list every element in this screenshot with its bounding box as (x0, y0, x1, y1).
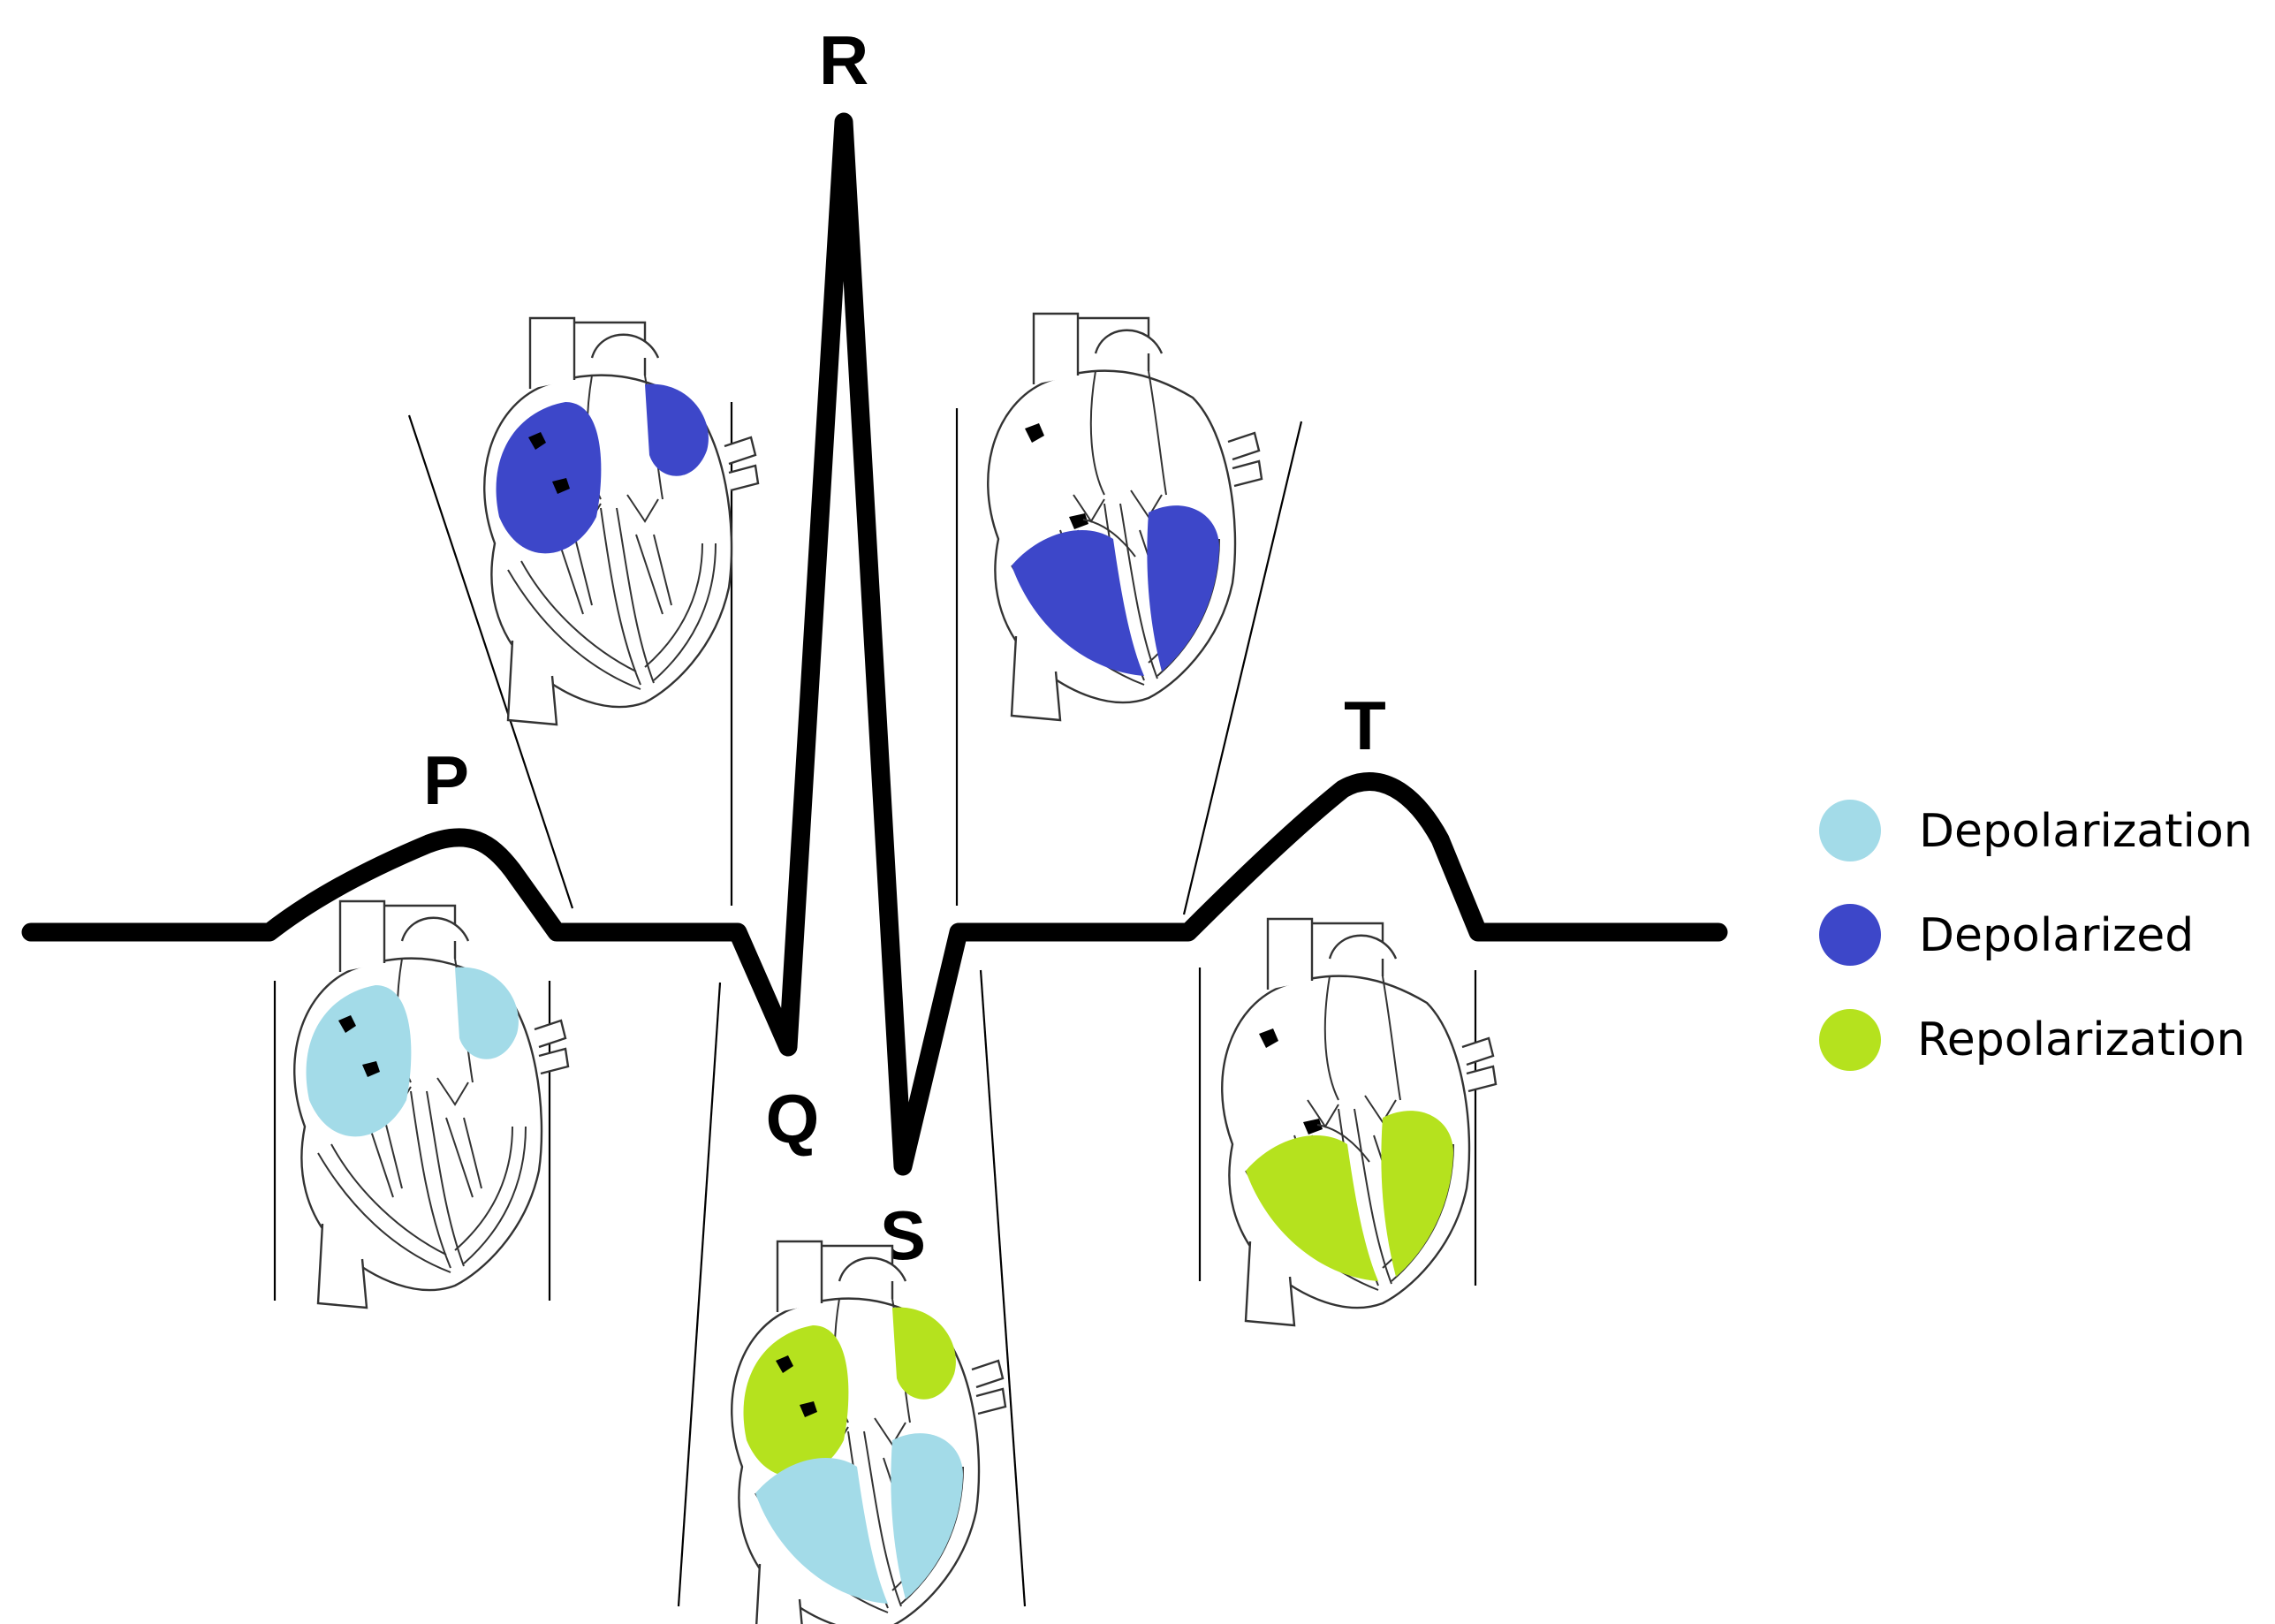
atria-region (306, 985, 412, 1137)
atria-region (645, 383, 709, 476)
ventricle-region (1381, 1111, 1453, 1277)
ecg-trace (21, 112, 1728, 1176)
legend-label: Depolarization (1919, 805, 2253, 858)
r-wave-label: R (819, 21, 868, 99)
t-wave-label: T (1344, 687, 1386, 764)
ventricle-region (755, 1458, 888, 1604)
legend-item-depolarized: Depolarized (1819, 904, 2194, 966)
atria-region (496, 402, 602, 554)
legend-item-depolarization: Depolarization (1819, 800, 2253, 861)
atria-region (455, 967, 519, 1059)
heart-diagram-st-phase (987, 312, 1263, 722)
atria-region (743, 1325, 849, 1477)
ventricle-region (1147, 505, 1219, 672)
p-wave-label: P (423, 741, 469, 819)
legend-label: Repolarization (1917, 1013, 2246, 1066)
ventricle-region (1246, 1135, 1378, 1281)
heart-diagram-t-phase (1221, 917, 1498, 1327)
legend: Depolarization Depolarized Repolarizatio… (1819, 800, 2253, 1071)
ventricle-region (1012, 530, 1144, 676)
heart-diagram-pr-phase (483, 316, 760, 726)
legend-swatch (1819, 1009, 1881, 1071)
legend-item-repolarization: Repolarization (1819, 1009, 2246, 1071)
legend-label: Depolarized (1919, 909, 2194, 962)
legend-swatch (1819, 904, 1881, 966)
q-wave-label: Q (766, 1080, 820, 1157)
atria-region (892, 1307, 956, 1400)
ventricle-region (891, 1433, 963, 1599)
legend-swatch (1819, 800, 1881, 861)
heart-diagram-p-phase (293, 899, 570, 1309)
heart-diagram-qrs-phase (731, 1240, 1007, 1624)
